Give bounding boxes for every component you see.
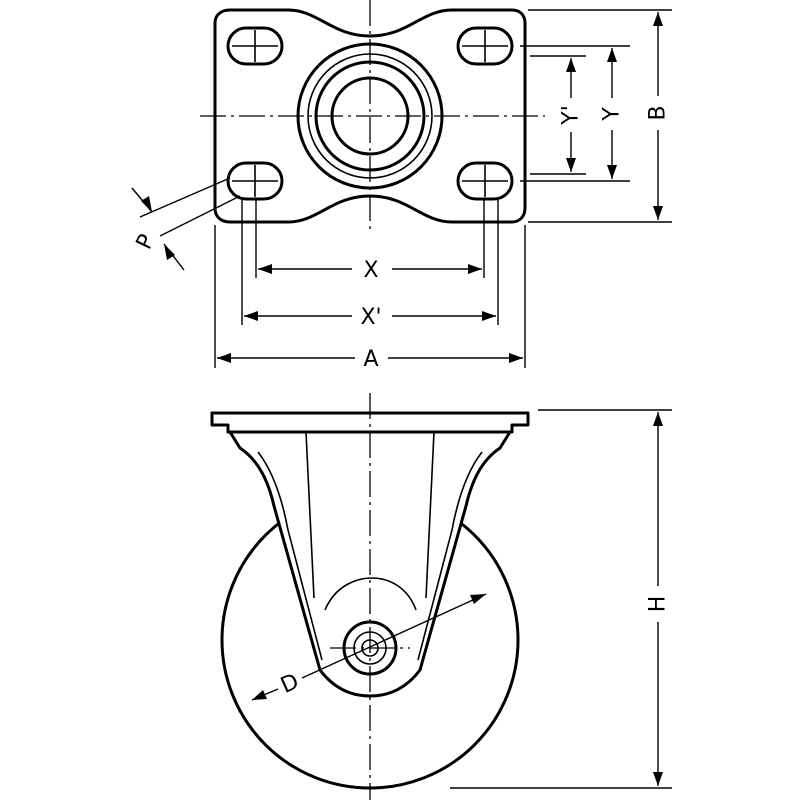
dimension-a: A bbox=[217, 347, 523, 372]
side-top-plate bbox=[210, 411, 530, 434]
bolt-hole-top-left bbox=[226, 26, 284, 66]
dimension-p: P bbox=[131, 177, 241, 271]
bolt-holes bbox=[226, 26, 514, 201]
label-x: X bbox=[363, 258, 378, 283]
label-y: Y bbox=[600, 107, 625, 122]
extension-lines bbox=[214, 9, 672, 368]
label-h: H bbox=[646, 596, 671, 613]
bolt-hole-bottom-right bbox=[456, 161, 514, 201]
label-b: B bbox=[646, 105, 671, 120]
dimension-x: X bbox=[258, 258, 482, 283]
top-plate-outline bbox=[213, 8, 527, 224]
dimension-x-prime: X' bbox=[244, 305, 496, 330]
top-view: X X' A B bbox=[131, 0, 672, 372]
dimension-y: Y bbox=[600, 48, 625, 179]
dimension-y-prime: Y' bbox=[559, 58, 584, 172]
label-d: D bbox=[277, 669, 303, 699]
label-x-prime: X' bbox=[360, 305, 381, 330]
label-a: A bbox=[363, 347, 378, 372]
dimension-h: H bbox=[646, 412, 671, 786]
label-p: P bbox=[132, 231, 160, 254]
bolt-hole-bottom-left bbox=[226, 161, 284, 201]
dimension-b: B bbox=[646, 12, 671, 220]
side-view: H D bbox=[210, 393, 672, 800]
bolt-hole-top-right bbox=[456, 26, 514, 66]
label-y-prime: Y' bbox=[559, 105, 584, 126]
